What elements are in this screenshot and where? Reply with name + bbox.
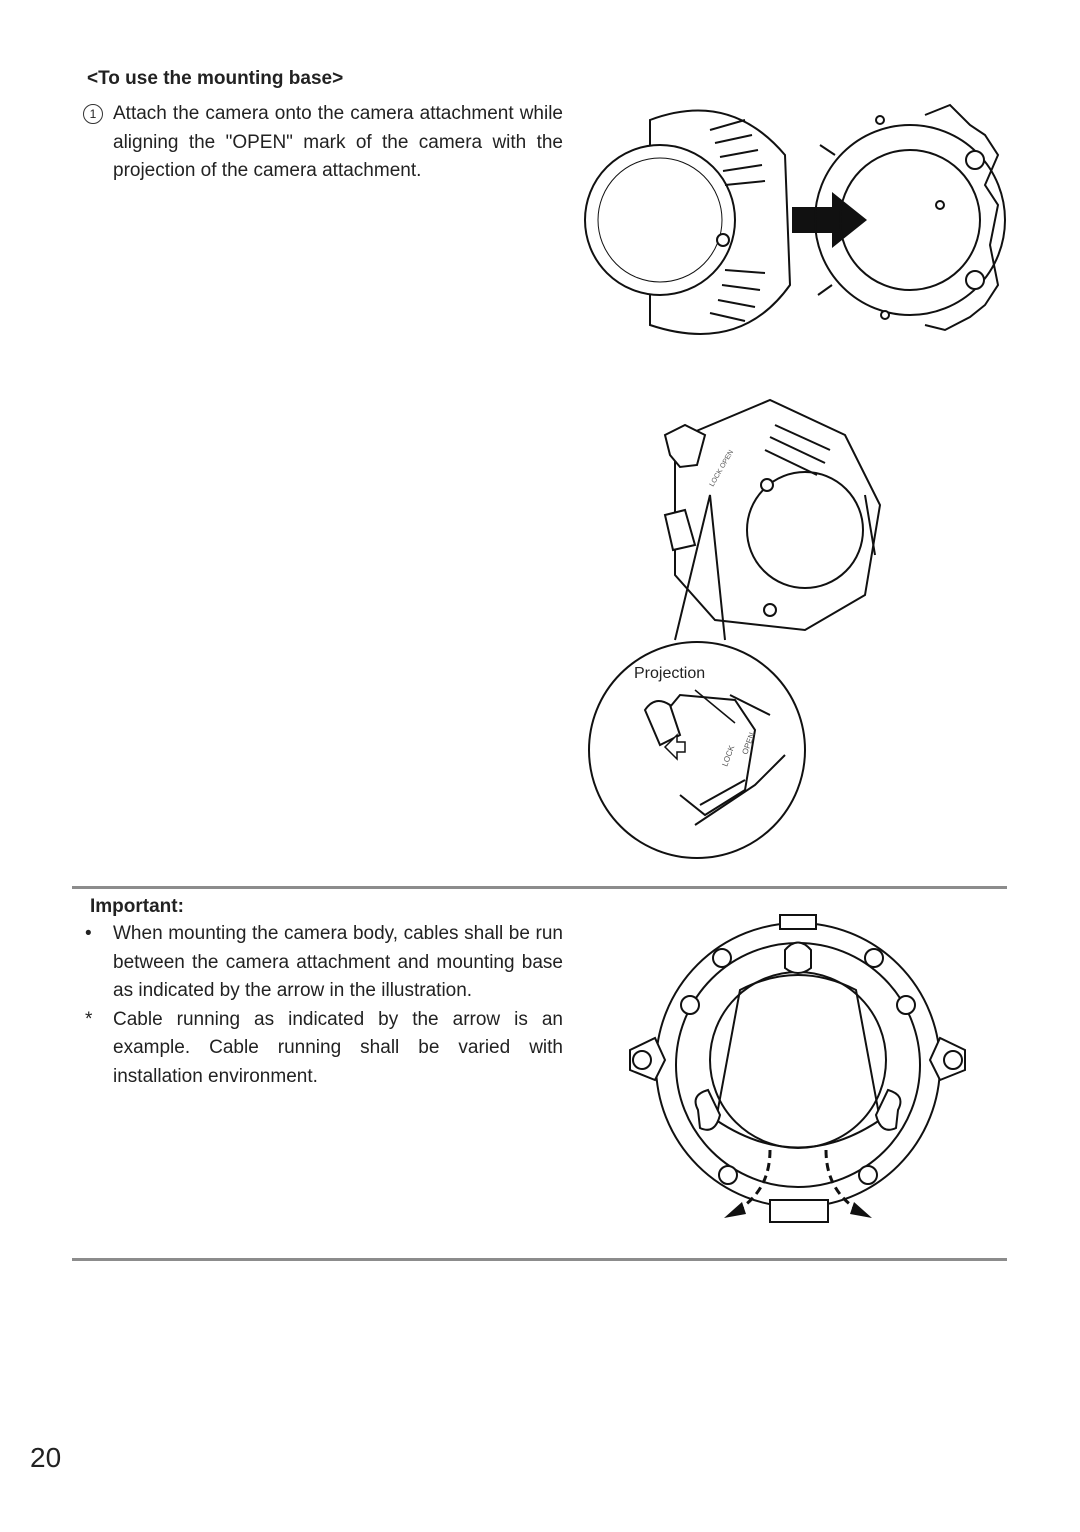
bullet-note: • When mounting the camera body, cables … [83,920,563,1006]
page-number: 20 [30,1442,62,1473]
camera-attach-illustration [584,103,1006,335]
asterisk-text: Cable running as indicated by the arrow … [113,1008,563,1087]
projection-illustration: LOCK OPEN LOCK OPEN Projection [588,398,882,859]
top-rule [72,886,1007,889]
section-heading: <To use the mounting base> [87,68,344,89]
projection-label: Projection [634,665,705,682]
step-1: 1 Attach the camera onto the camera atta… [83,100,563,186]
mounting-base-illustration [629,914,966,1223]
step-number-circle: 1 [83,104,103,124]
important-title: Important: [90,896,184,917]
asterisk-mark: * [85,1008,93,1030]
bullet-mark: • [85,923,92,944]
bullet-text: When mounting the camera body, cables sh… [113,923,563,1001]
bottom-rule [72,1258,1007,1261]
step-1-text: Attach the camera onto the camera attach… [113,103,563,181]
asterisk-note: * Cable running as indicated by the arro… [83,1006,563,1092]
important-notes: • When mounting the camera body, cables … [83,920,563,1091]
